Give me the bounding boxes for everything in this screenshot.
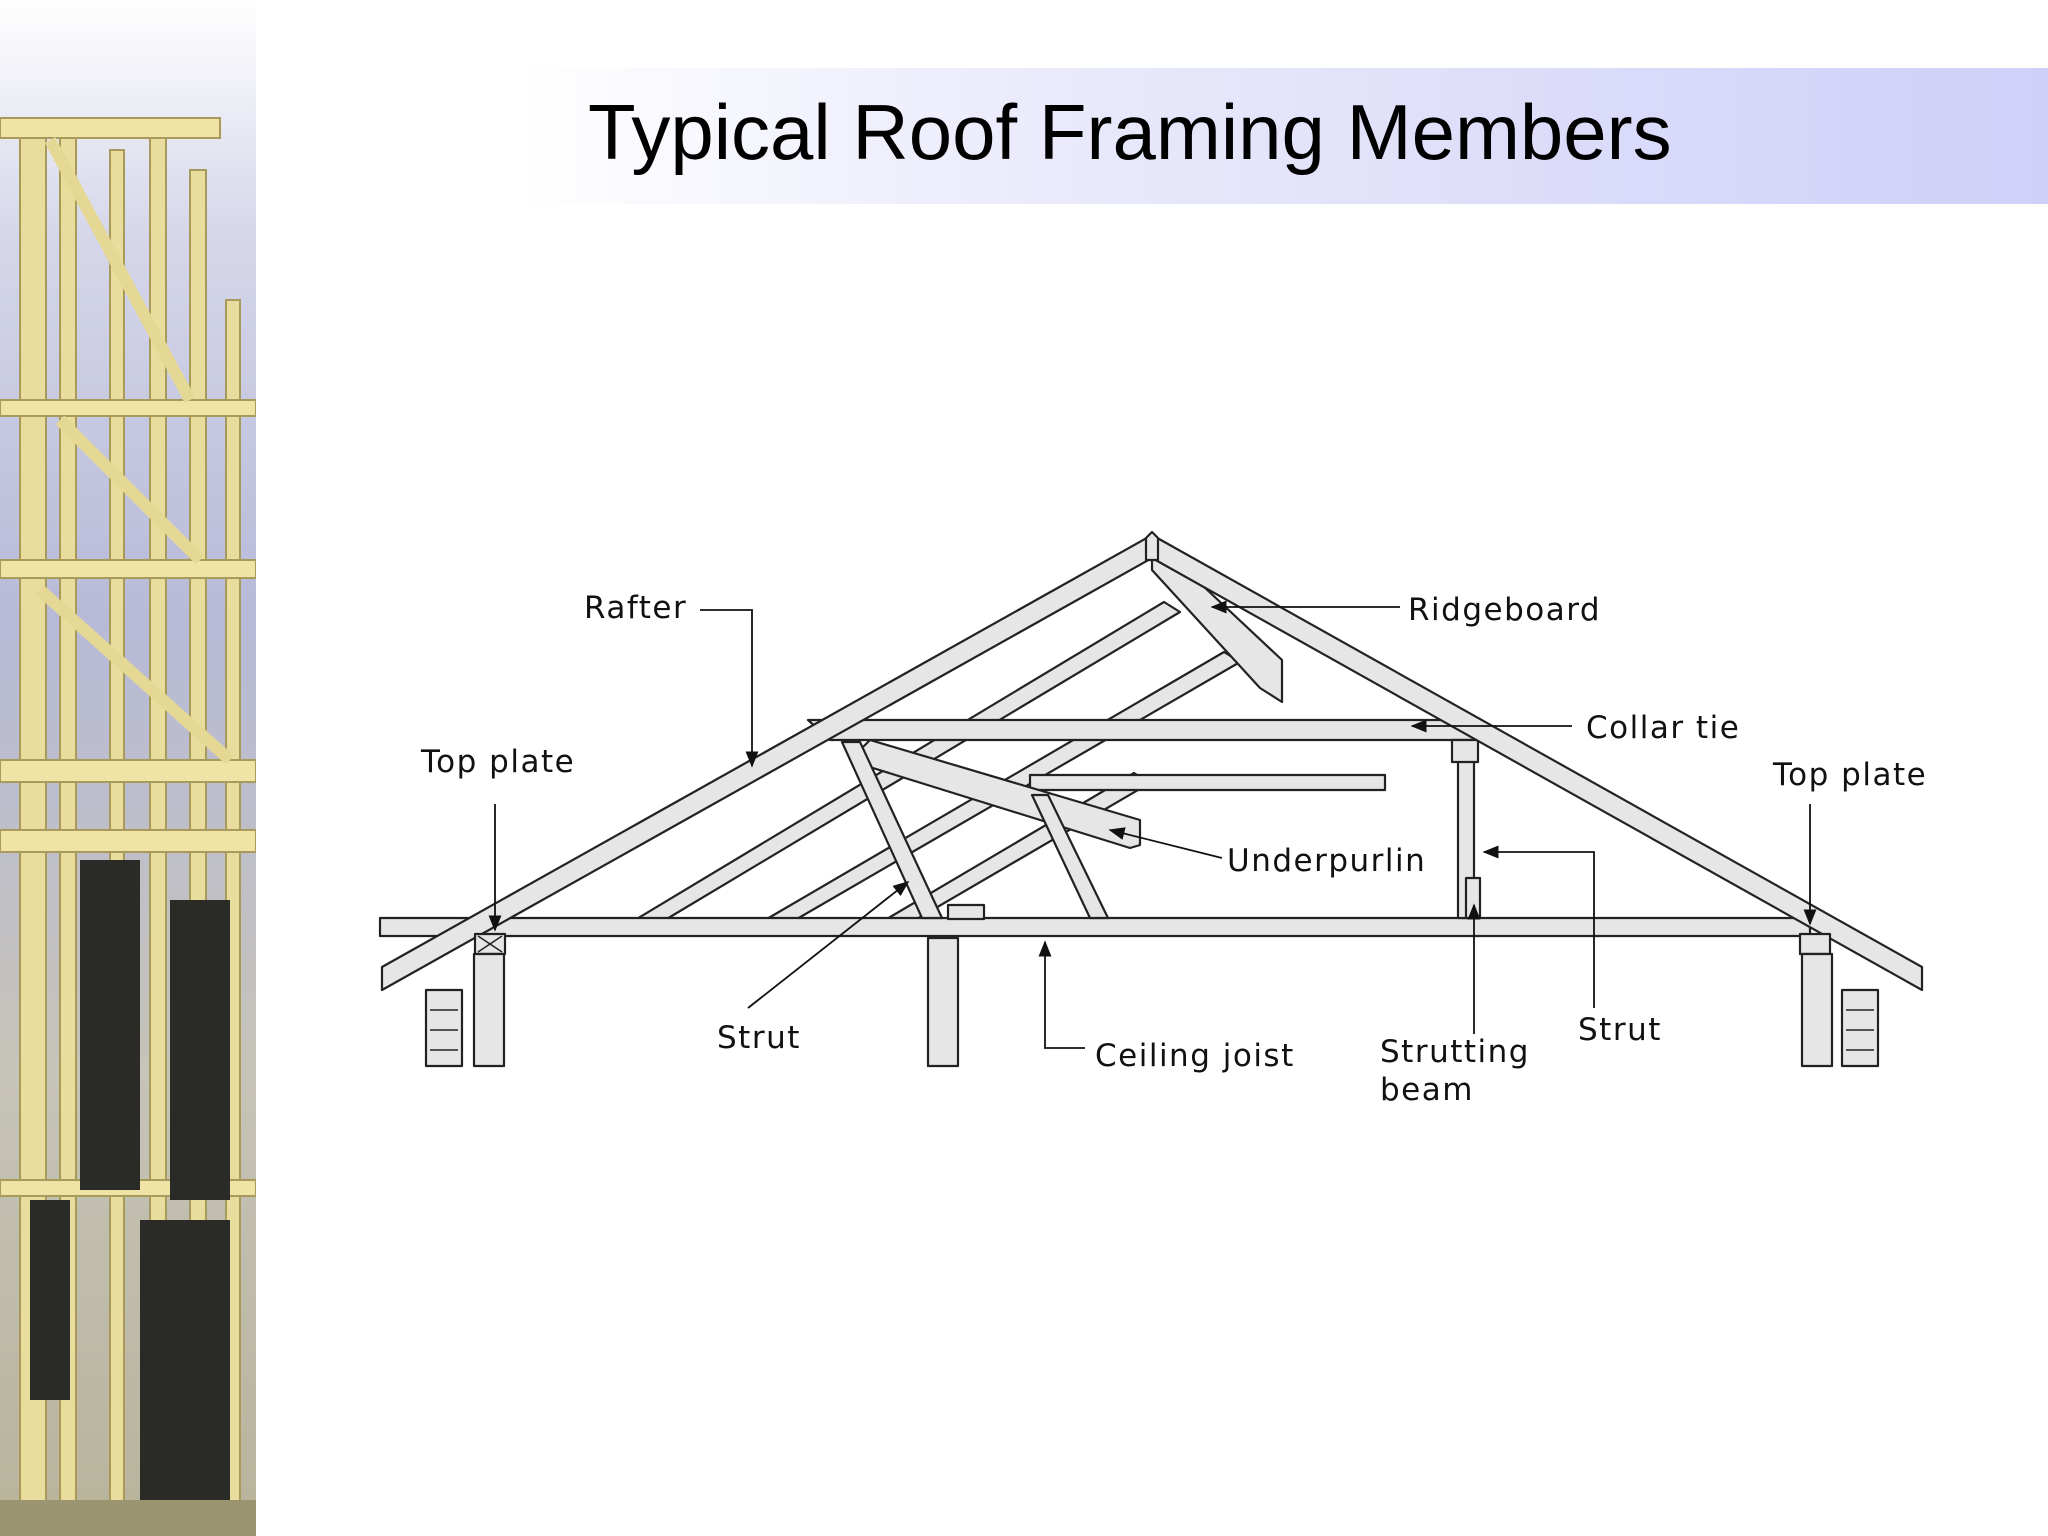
ceiling-joist (378, 916, 1812, 938)
strut-left (840, 740, 1110, 920)
label-ceiling-joist: Ceiling joist (1095, 1038, 1295, 1074)
label-collar-tie: Collar tie (1586, 710, 1740, 746)
label-strut-right: Strut (1578, 1012, 1662, 1048)
label-ridgeboard: Ridgeboard (1408, 592, 1601, 628)
label-strutting-beam-line1: Strutting (1380, 1034, 1530, 1070)
leader-lines (488, 600, 1817, 1049)
label-strut-left: Strut (717, 1020, 801, 1056)
collar-tie (806, 718, 1502, 742)
label-underpurlin: Underpurlin (1227, 843, 1426, 879)
label-strutting-beam-line2: beam (1380, 1072, 1474, 1108)
label-top-plate-left: Top plate (420, 744, 575, 780)
page-title: Typical Roof Framing Members (588, 88, 1672, 176)
label-top-plate-right: Top plate (1772, 757, 1927, 793)
label-rafter: Rafter (584, 590, 687, 626)
wall-studs (424, 903, 1880, 1068)
title-bar (520, 68, 2048, 204)
framing-photo-strip (0, 0, 256, 1536)
top-plate-right (1798, 932, 1832, 956)
